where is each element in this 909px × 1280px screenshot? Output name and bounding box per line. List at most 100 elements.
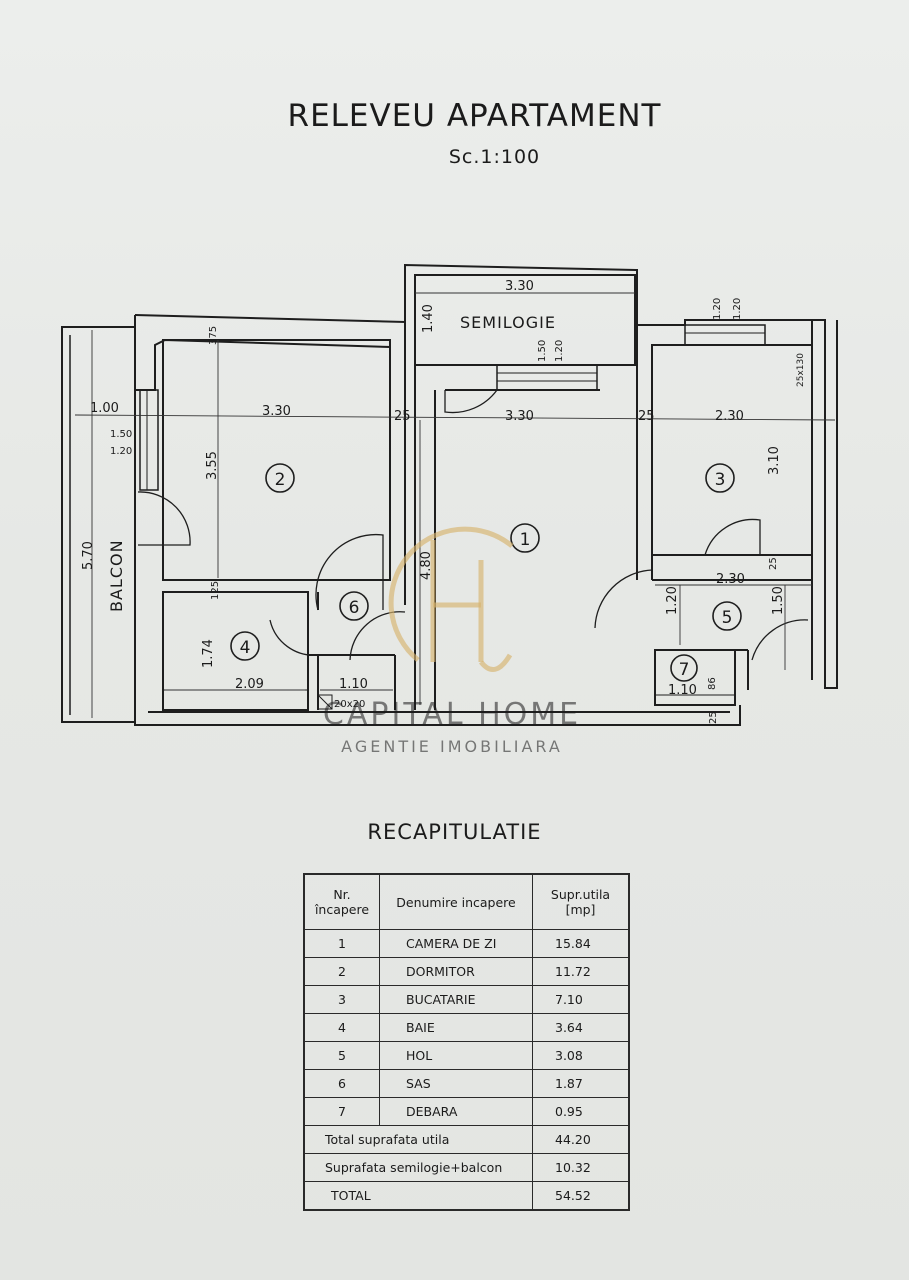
row-area: 3.64: [532, 1013, 630, 1042]
semilogie-label: SEMILOGIE: [460, 313, 556, 332]
room-6-number: 6: [349, 598, 360, 618]
row-nr: 2: [303, 957, 380, 986]
row-nr: 3: [303, 985, 380, 1014]
dim-room1-width: 3.30: [505, 409, 534, 424]
room-5-marker: [712, 601, 742, 631]
total-useful-label: Total suprafata utila: [303, 1125, 533, 1154]
room-4-marker: [230, 631, 260, 661]
watermark-tagline: AGENTIE IMOBILIARA: [341, 737, 563, 756]
room-3-number: 3: [715, 470, 726, 490]
dim-semilogie-width: 3.30: [505, 279, 534, 294]
dim-wall-25c: 25: [768, 557, 779, 570]
dim-hol-width: 2.30: [716, 572, 745, 587]
header-nr-line2: încapere: [314, 902, 370, 917]
table-row: 6 SAS 1.87: [303, 1069, 630, 1098]
room-7-marker: [670, 654, 698, 682]
table-row: 1 CAMERA DE ZI 15.84: [303, 929, 630, 958]
dim-hol-120: 1.20: [665, 586, 680, 615]
recap-title: RECAPITULATIE: [367, 820, 542, 844]
watermark-logo: CAPITAL HOME AGENTIE IMOBILIARA: [323, 526, 581, 756]
row-area: 11.72: [532, 957, 630, 986]
room-1-number: 1: [520, 530, 531, 550]
row-area: 15.84: [532, 929, 630, 958]
row-name: CAMERA DE ZI: [379, 929, 533, 958]
row-name: DORMITOR: [379, 957, 533, 986]
room-2-outline: [162, 339, 391, 581]
table-row: 3 BUCATARIE 7.10: [303, 985, 630, 1014]
room-1-marker: [510, 523, 540, 553]
total-label: TOTAL: [303, 1181, 533, 1211]
row-nr: 5: [303, 1041, 380, 1070]
room-4-outline: [162, 591, 309, 711]
room-2-marker: [265, 463, 295, 493]
floor-plan: 1 2 3 4 5 6 7 SEMILOGIE BALCON 3.30 1.40…: [61, 263, 838, 756]
dim-balcon-length: 5.70: [81, 541, 96, 570]
row-name: BAIE: [379, 1013, 533, 1042]
dim-room4-depth: 1.74: [201, 639, 216, 668]
watermark-brand: CAPITAL HOME: [323, 697, 581, 732]
row-area: 7.10: [532, 985, 630, 1014]
total-value: 54.52: [532, 1181, 630, 1211]
dim-room4-width: 2.09: [235, 677, 264, 692]
row-nr: 1: [303, 929, 380, 958]
total-row: TOTAL 54.52: [303, 1181, 630, 1211]
dim-window-120: 1.20: [110, 446, 132, 457]
table-row: 2 DORMITOR 11.72: [303, 957, 630, 986]
header-nr-line1: Nr.: [333, 887, 351, 902]
dim-wall-125: 125: [210, 581, 221, 600]
header-nr: Nr. încapere: [303, 873, 380, 930]
row-name: HOL: [379, 1041, 533, 1070]
dim-sas-width: 1.10: [339, 677, 368, 692]
dim-hol-150: 1.50: [771, 586, 786, 615]
dim-room3-width: 2.30: [715, 409, 744, 424]
dim-shaft: 20x20: [334, 699, 365, 710]
dim-wall-375: 375: [208, 326, 219, 345]
page-title: RELEVEU APARTAMENT: [287, 98, 662, 134]
header-area: Supr.utila [mp]: [532, 873, 630, 930]
balcon-label: BALCON: [107, 539, 126, 612]
room-7-number: 7: [679, 660, 690, 680]
dim-wall-25a: 25: [394, 409, 411, 424]
room-7-outline: [654, 649, 736, 706]
dim-room2-width: 3.30: [262, 404, 291, 419]
dim-top-right-120b: 1.20: [732, 298, 743, 320]
table-row: 4 BAIE 3.64: [303, 1013, 630, 1042]
table-row: 5 HOL 3.08: [303, 1041, 630, 1070]
dim-debara-width: 1.10: [668, 683, 697, 698]
table-row: 7 DEBARA 0.95: [303, 1097, 630, 1126]
row-area: 3.08: [532, 1041, 630, 1070]
dim-room2-depth: 3.55: [205, 451, 220, 480]
header-area-line2: [mp]: [565, 902, 596, 917]
semilogie-balcon-label: Suprafata semilogie+balcon: [303, 1153, 533, 1182]
balcony-outline: [61, 326, 136, 723]
header-name: Denumire incapere: [379, 873, 533, 930]
row-name: DEBARA: [379, 1097, 533, 1126]
dim-room1-depth: 4.80: [419, 551, 434, 580]
total-useful-row: Total suprafata utila 44.20: [303, 1125, 630, 1154]
recap-header-row: Nr. încapere Denumire incapere Supr.util…: [303, 873, 630, 930]
header-area-line1: Supr.utila: [550, 887, 611, 902]
room-5-number: 5: [722, 608, 733, 628]
dim-semilogie-window-a: 1.50: [537, 340, 548, 362]
row-area: 1.87: [532, 1069, 630, 1098]
room-4-number: 4: [240, 638, 251, 658]
room-3-marker: [705, 463, 735, 493]
scale-label: Sc.1:100: [448, 146, 541, 168]
row-nr: 4: [303, 1013, 380, 1042]
total-useful-value: 44.20: [532, 1125, 630, 1154]
room-6-marker: [339, 591, 369, 621]
row-nr: 7: [303, 1097, 380, 1126]
semilogie-balcon-value: 10.32: [532, 1153, 630, 1182]
dim-debara-depth: 86: [707, 677, 718, 690]
room-2-number: 2: [275, 470, 286, 490]
dim-balcon-width: 1.00: [90, 401, 119, 416]
row-area: 0.95: [532, 1097, 630, 1126]
dim-semilogie-depth: 1.40: [421, 304, 436, 333]
semilogie-balcon-row: Suprafata semilogie+balcon 10.32: [303, 1153, 630, 1182]
row-name: SAS: [379, 1069, 533, 1098]
dim-wall-25b: 25: [638, 409, 655, 424]
dim-top-right-120a: 1.20: [712, 298, 723, 320]
recap-table: Nr. încapere Denumire incapere Supr.util…: [303, 873, 630, 1211]
dim-window-150: 1.50: [110, 429, 132, 440]
dim-wall-25d: 25: [708, 711, 719, 724]
